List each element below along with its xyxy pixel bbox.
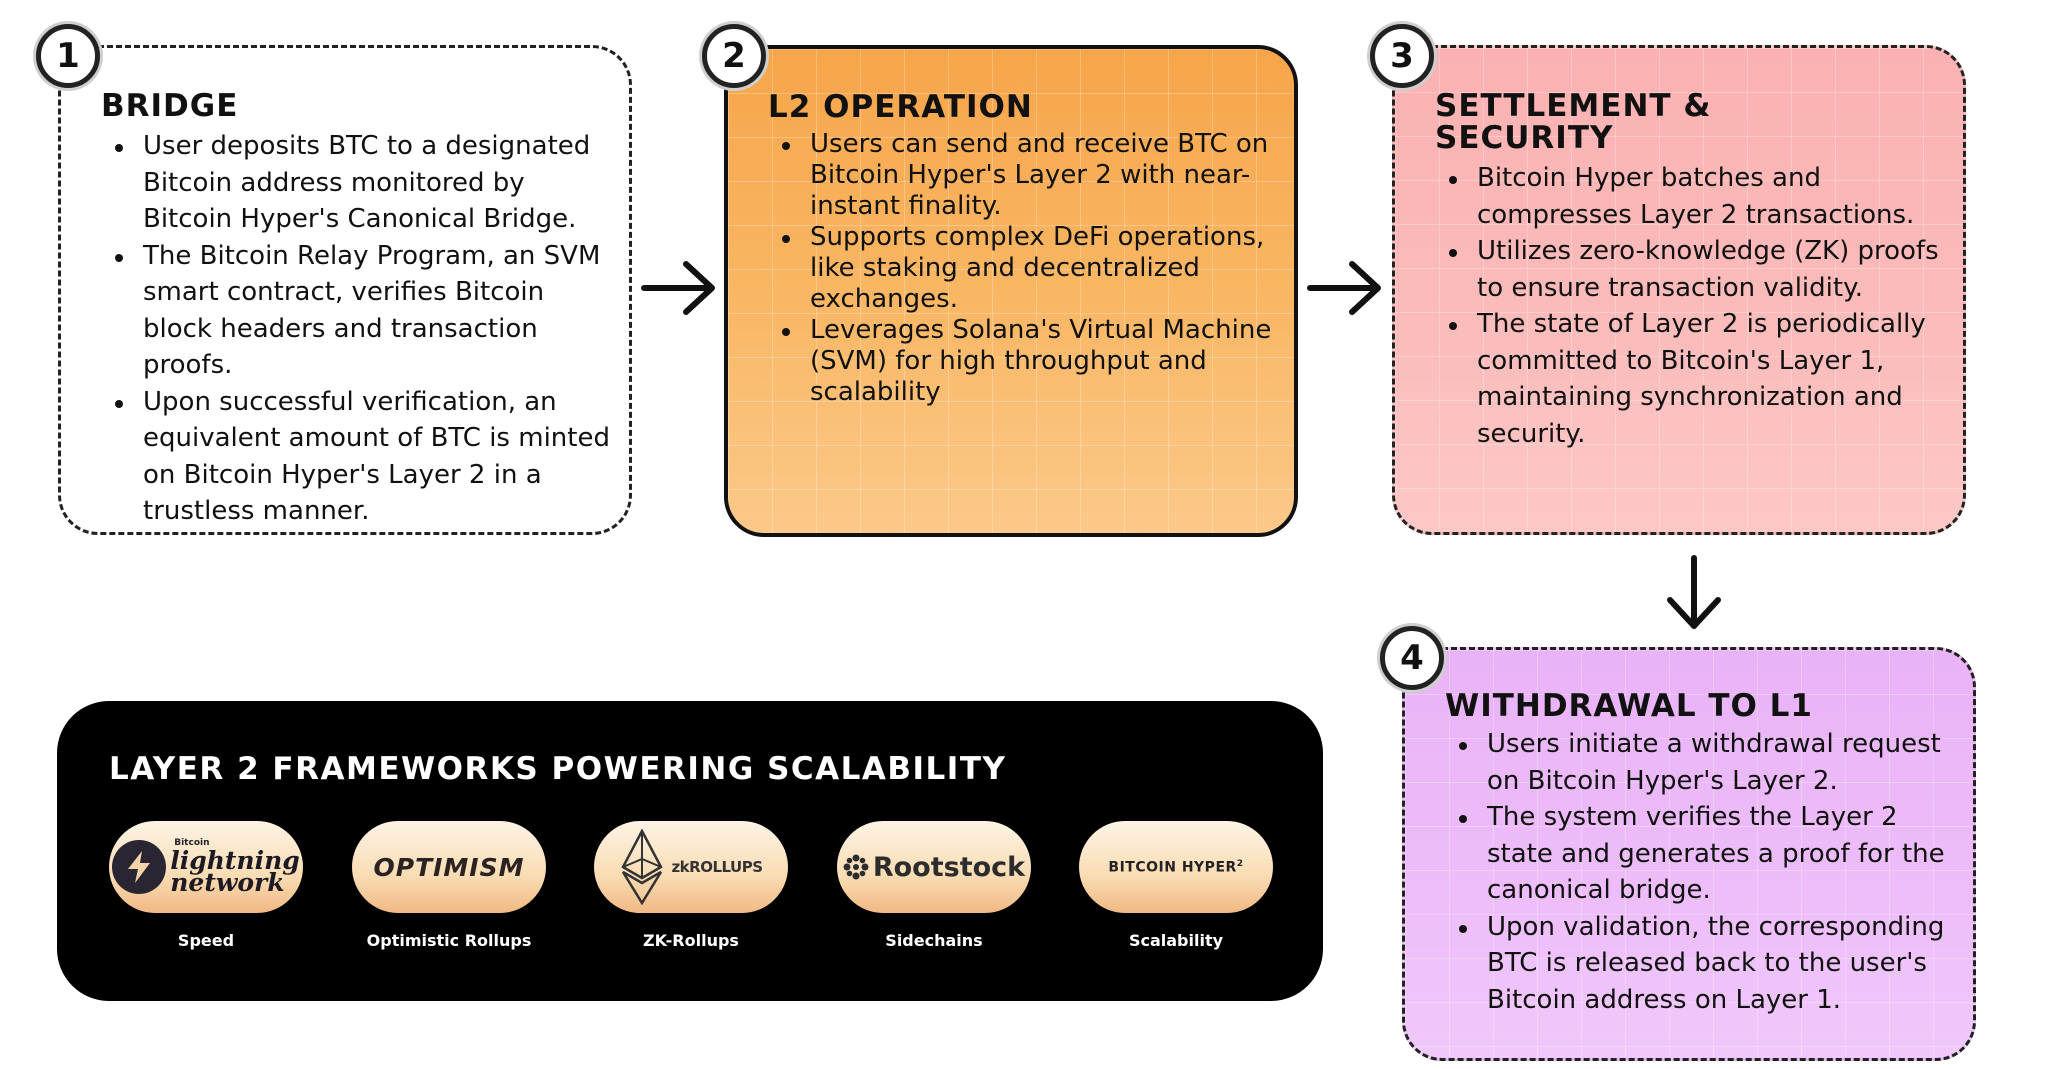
step-card-settlement-security: Settlement & Security Bitcoin Hyper batc… bbox=[1392, 45, 1966, 535]
step-card-bridge: Bridge User deposits BTC to a designated… bbox=[58, 45, 632, 535]
optimism-logo: OPTIMISM bbox=[373, 852, 525, 882]
framework-label: ZK-Rollups bbox=[643, 931, 739, 950]
framework-item-bitcoin-hyper: BITCOIN HYPER2 Scalability bbox=[1079, 821, 1273, 950]
ethereum-diamond-icon bbox=[621, 829, 664, 905]
framework-logo-pill: Bitcoin lightning network bbox=[109, 821, 303, 913]
bitcoin-hyper-superscript: 2 bbox=[1236, 858, 1244, 869]
framework-item-rootstock: Rootstock Sidechains bbox=[837, 821, 1031, 950]
zkrollups-logo: zkROLLUPS bbox=[619, 829, 763, 905]
rootstock-text: Rootstock bbox=[872, 851, 1026, 883]
list-item: The state of Layer 2 is periodically com… bbox=[1447, 306, 1947, 452]
framework-logo-pill: BITCOIN HYPER2 bbox=[1079, 821, 1273, 913]
frameworks-title: LAYER 2 FRAMEWORKS POWERING SCALABILITY bbox=[109, 751, 1007, 787]
arrow-right-icon bbox=[641, 261, 715, 315]
list-item: The system verifies the Layer 2 state an… bbox=[1457, 799, 1957, 909]
framework-label: Speed bbox=[177, 931, 235, 950]
step-bullets: Users initiate a withdrawal request on B… bbox=[1457, 726, 1957, 1018]
step-card-withdrawal: Withdrawal to L1 Users initiate a withdr… bbox=[1402, 647, 1976, 1061]
list-item: Bitcoin Hyper batches and compresses Lay… bbox=[1447, 160, 1947, 233]
list-item: Utilizes zero-knowledge (ZK) proofs to e… bbox=[1447, 233, 1947, 306]
step-bullets: Users can send and receive BTC on Bitcoi… bbox=[780, 129, 1280, 408]
step-title: L2 Operation bbox=[768, 89, 1033, 125]
list-item: The Bitcoin Relay Program, an SVM smart … bbox=[113, 238, 613, 384]
step-title: Withdrawal to L1 bbox=[1445, 688, 1813, 724]
step-title: Settlement & Security bbox=[1435, 88, 1712, 156]
list-item: Upon validation, the corresponding BTC i… bbox=[1457, 909, 1957, 1019]
framework-logo-pill: Rootstock bbox=[837, 821, 1031, 913]
step-number-badge: 3 bbox=[1370, 24, 1434, 88]
zkrollups-text: zkROLLUPS bbox=[671, 858, 763, 876]
rootstock-logo: Rootstock bbox=[843, 852, 1025, 883]
frameworks-panel: LAYER 2 FRAMEWORKS POWERING SCALABILITY … bbox=[57, 701, 1323, 1001]
logo-line1: lightning bbox=[170, 846, 300, 875]
lightning-network-logo: Bitcoin lightning network bbox=[112, 838, 300, 896]
list-item: Leverages Solana's Virtual Machine (SVM)… bbox=[780, 315, 1280, 408]
framework-label: Optimistic Rollups bbox=[366, 931, 532, 950]
lightning-bolt-icon bbox=[112, 840, 167, 894]
step-number-badge: 2 bbox=[702, 24, 766, 88]
step-bullets: Bitcoin Hyper batches and compresses Lay… bbox=[1447, 160, 1947, 452]
arrow-right-icon bbox=[1307, 261, 1381, 315]
logo-small-text: Bitcoin bbox=[174, 838, 210, 848]
framework-logo-pill: OPTIMISM bbox=[352, 821, 546, 913]
framework-item-zkrollups: zkROLLUPS ZK-Rollups bbox=[594, 821, 788, 950]
framework-label: Scalability bbox=[1128, 931, 1224, 950]
framework-logo-pill: zkROLLUPS bbox=[594, 821, 788, 913]
step-bullets: User deposits BTC to a designated Bitcoi… bbox=[113, 128, 613, 530]
step-number-badge: 4 bbox=[1380, 626, 1444, 690]
bitcoin-hyper-text: BITCOIN HYPER bbox=[1108, 859, 1237, 876]
logo-line2: network bbox=[170, 868, 285, 897]
framework-label: Sidechains bbox=[885, 931, 983, 950]
framework-item-lightning: Bitcoin lightning network Speed bbox=[109, 821, 303, 950]
list-item: Users can send and receive BTC on Bitcoi… bbox=[780, 129, 1280, 222]
bitcoin-hyper-logo: BITCOIN HYPER2 bbox=[1108, 859, 1243, 876]
list-item: Upon successful verification, an equival… bbox=[113, 384, 613, 530]
step-title: Bridge bbox=[101, 88, 239, 124]
step-card-l2-operation: L2 Operation Users can send and receive … bbox=[724, 45, 1298, 537]
framework-item-optimism: OPTIMISM Optimistic Rollups bbox=[352, 821, 546, 950]
list-item: User deposits BTC to a designated Bitcoi… bbox=[113, 128, 613, 238]
step-number-badge: 1 bbox=[36, 24, 100, 88]
arrow-down-icon bbox=[1667, 555, 1721, 629]
rootstock-dots-icon bbox=[843, 854, 869, 880]
list-item: Supports complex DeFi operations, like s… bbox=[780, 222, 1280, 315]
list-item: Users initiate a withdrawal request on B… bbox=[1457, 726, 1957, 799]
